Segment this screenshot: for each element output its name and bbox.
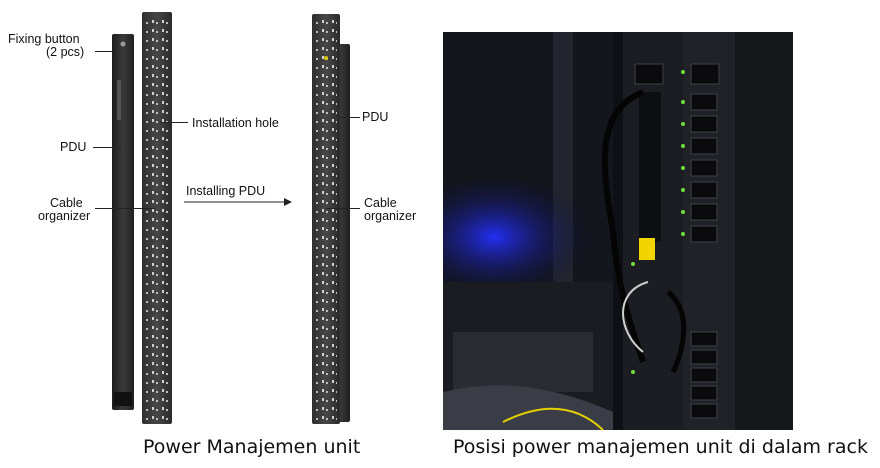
pdu-diagram	[112, 12, 350, 424]
leader-fixing-button	[95, 51, 115, 52]
leader-pdu-right	[340, 117, 360, 118]
label-cable-right-2: organizer	[364, 209, 417, 223]
label-pdu-left: PDU	[60, 140, 87, 154]
label-fixing-button: Fixing button	[8, 32, 80, 46]
label-fixing-button-count: (2 pcs)	[46, 45, 85, 59]
leader-organizer-right	[326, 208, 360, 209]
pdu-strip-left	[112, 34, 134, 410]
label-cable-left-1: Cable	[50, 196, 83, 210]
cable-organizer-left	[142, 12, 172, 424]
warning-label	[639, 238, 655, 260]
pdu-assembled-right	[312, 14, 350, 424]
label-cable-left-2: organizer	[38, 209, 91, 223]
leader-pdu-left	[93, 147, 121, 148]
label-installing-pdu: Installing PDU	[186, 184, 266, 198]
label-installation-hole: Installation hole	[192, 116, 279, 130]
installing-arrow	[184, 198, 292, 206]
outlet-column-left	[639, 92, 661, 242]
leader-organizer-left	[95, 208, 155, 209]
label-cable-right-1: Cable	[364, 196, 397, 210]
leader-installation-hole	[160, 122, 188, 123]
caption-left: Power Manajemen unit	[143, 436, 361, 458]
caption-right: Posisi power manajemen unit di dalam rac…	[453, 436, 868, 458]
label-pdu-right: PDU	[362, 110, 389, 124]
rack-photo	[443, 32, 793, 430]
